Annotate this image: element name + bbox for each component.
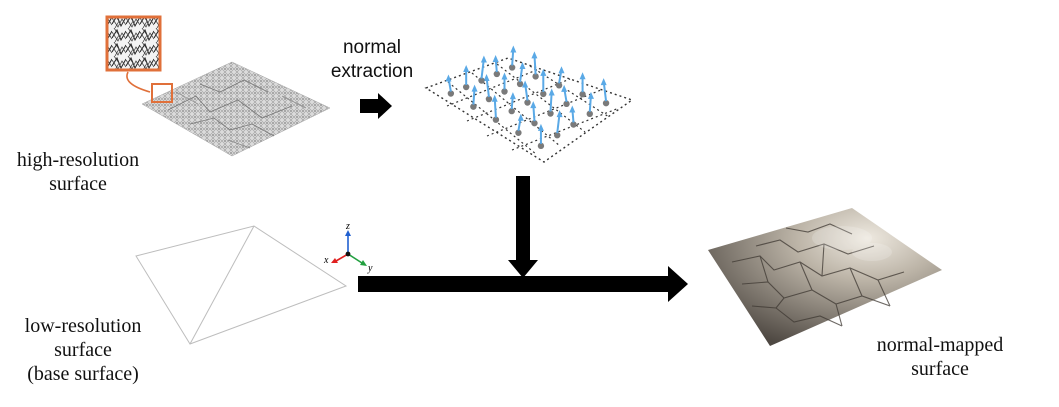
normal-vector-arrowhead	[558, 66, 565, 74]
normal-vector-arrowhead	[483, 74, 490, 82]
normal-sample-point	[524, 99, 531, 106]
low-res-label-line2: surface	[54, 339, 112, 361]
normal-extraction-line2: extraction	[330, 61, 414, 82]
normal-sample-point	[563, 100, 570, 108]
normal-sample-point	[508, 64, 516, 71]
axis-y-label: y	[367, 263, 373, 274]
normal-sample-point	[493, 70, 501, 78]
normal-vector-arrowhead	[471, 84, 478, 92]
normal-vector-arrowhead	[480, 55, 487, 63]
high-res-label-line2: surface	[49, 173, 107, 195]
normal-vector-arrowhead	[569, 105, 576, 113]
normal-vector-arrowhead	[519, 61, 526, 69]
normal-sample-point	[586, 110, 593, 118]
normal-mapped-surface-label: normal-mapped surface	[856, 333, 1024, 381]
normal-sample-point	[570, 121, 577, 128]
normal-sample-point	[492, 116, 500, 123]
high-resolution-surface-label: high-resolution surface	[4, 148, 152, 196]
normal-vector-arrowhead	[556, 110, 563, 118]
arrow-down-to-combination	[508, 176, 538, 278]
normal-vector-arrowhead	[531, 51, 538, 59]
axis-x-label: x	[323, 255, 329, 266]
arrow-to-normal-mapped	[358, 266, 688, 302]
arrow-to-normal-extraction	[360, 93, 392, 119]
normal-extraction-label: normal extraction	[325, 36, 419, 84]
normal-sample-point	[470, 103, 477, 110]
high-res-label-line1: high-resolution	[16, 149, 140, 171]
axis-z-label: z	[345, 221, 350, 232]
normal-vector-arrowhead	[579, 72, 586, 80]
normal-vector-arrowhead	[445, 74, 452, 82]
normal-vector-arrowhead	[491, 94, 498, 102]
normal-mapped-line1: normal-mapped	[876, 334, 1004, 356]
normal-sample-point	[602, 99, 610, 107]
normal-vector-arrowhead	[540, 68, 547, 76]
normal-vector-arrowhead	[522, 80, 529, 88]
normal-sample-point	[555, 82, 563, 89]
low-resolution-surface-image	[135, 225, 348, 345]
normal-vector-arrowhead	[587, 91, 594, 99]
magnified-detail-inset	[105, 15, 173, 103]
normal-vector-arrowhead	[561, 84, 568, 92]
axis-gizmo: z x y	[323, 221, 373, 274]
normal-mapped-surface-image	[708, 208, 942, 346]
normal-sample-point	[579, 91, 586, 98]
normal-sample-point	[501, 88, 508, 95]
low-resolution-surface-label: low-resolution surface (base surface)	[8, 314, 158, 386]
normal-extraction-grid-image	[424, 45, 634, 163]
normal-extraction-line1: normal	[342, 37, 402, 58]
normal-vector-arrowhead	[600, 78, 607, 86]
normal-vector-arrowhead	[517, 113, 524, 121]
normal-vector-field	[445, 45, 610, 150]
normal-sample-point	[478, 77, 485, 84]
normal-vector-arrowhead	[492, 54, 499, 62]
normal-sample-point	[537, 142, 545, 150]
normal-sample-point	[515, 129, 522, 136]
normal-vector-arrowhead	[537, 123, 544, 131]
normal-sample-point	[508, 107, 515, 115]
normal-sample-point	[462, 83, 470, 91]
normal-sample-point	[447, 90, 455, 97]
normal-sample-point	[485, 95, 493, 103]
normal-vector-arrowhead	[463, 65, 470, 73]
low-res-label-line3: (base surface)	[27, 363, 139, 385]
normal-vector-arrowhead	[501, 72, 508, 80]
normal-mapped-line2: surface	[911, 358, 969, 380]
normal-vector-arrowhead	[548, 88, 555, 96]
normal-sample-point	[516, 80, 524, 88]
low-res-label-line1: low-resolution	[24, 315, 142, 337]
normal-sample-point	[540, 90, 547, 98]
normal-sample-point	[547, 110, 554, 117]
normal-sample-point	[554, 131, 561, 139]
normal-sample-point	[532, 73, 539, 80]
normal-vector-arrowhead	[530, 101, 537, 109]
high-resolution-surface-image	[141, 61, 331, 157]
normal-vector-arrowhead	[510, 45, 517, 53]
normal-vector-arrowhead	[509, 92, 516, 100]
detail-highlight-box	[151, 83, 173, 103]
normal-sample-point	[531, 119, 538, 127]
